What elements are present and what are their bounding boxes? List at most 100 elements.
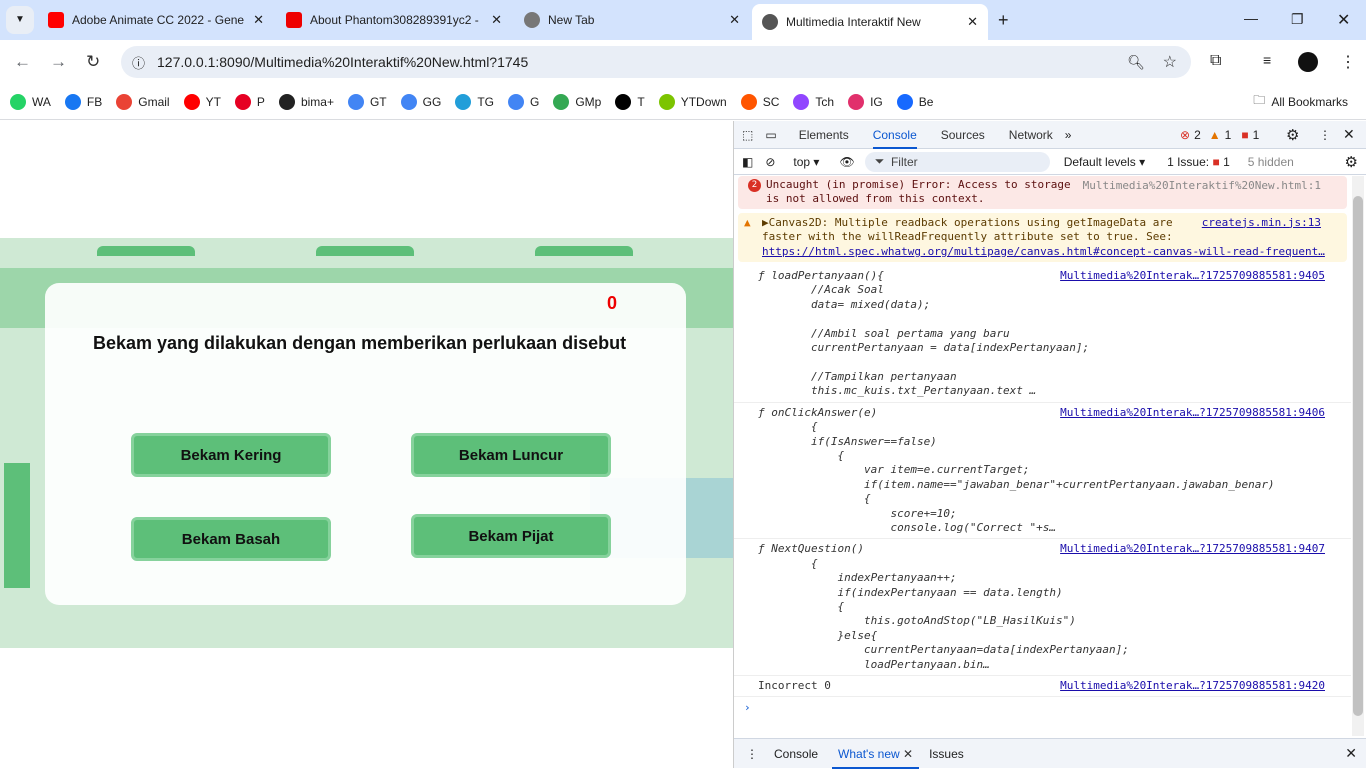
close-tab-icon[interactable]: ✕ [253,12,264,27]
inspect-icon[interactable]: ⬚ [742,127,754,142]
issue-icon: ■ [1241,127,1249,142]
bookmark-tg[interactable]: TG [455,93,494,110]
answer-button-3[interactable]: Bekam Basah [131,517,331,561]
media-icon[interactable]: ≡ [1263,52,1272,68]
bookmark-t[interactable]: T [615,93,645,110]
close-window-button[interactable]: ✕ [1337,12,1351,29]
console-toolbar: ◧ ⊘ top ▾ 👁︎ ⏷ Filter Default levels ▾ 1… [734,149,1366,175]
bookmark-icon [116,93,133,110]
close-tab-icon[interactable]: ✕ [491,12,502,27]
drawer-tab-issues[interactable]: Issues [929,746,964,761]
status-counts[interactable]: ⊗2 ▲1 ■1 [1180,127,1260,142]
folder-icon: 🗀 [1253,93,1266,107]
answer-button-1[interactable]: Bekam Kering [131,433,331,477]
zoom-icon[interactable]: 🔍︎ [1127,53,1145,70]
tab-adobe-animate[interactable]: Adobe Animate CC 2022 - Gene✕ [38,6,274,34]
error-icon: ⊗ [1180,127,1191,142]
bookmark-gt[interactable]: GT [347,93,387,110]
context-select[interactable]: top ▾ [793,154,820,169]
answer-button-4[interactable]: Bekam Pijat [411,514,611,558]
bookmark-icon [278,93,295,110]
bookmark-gmail[interactable]: Gmail [116,93,170,110]
drawer-menu-icon[interactable]: ⋮ [746,746,758,761]
bookmark-ig[interactable]: IG [848,93,883,110]
devtools-panel: ⬚ ▭ Elements Console Sources Network » ⊗… [733,121,1366,769]
close-devtools-icon[interactable]: ✕ [1343,126,1355,142]
close-drawer-icon[interactable]: ✕ [1345,745,1357,761]
tab-elements[interactable]: Elements [798,127,849,142]
url-text[interactable]: 127.0.0.1:8090/Multimedia%20Interaktif%2… [157,54,529,70]
tab-console[interactable]: Console [872,121,917,149]
scrollbar-thumb[interactable] [1353,196,1363,716]
bookmark-p[interactable]: P [234,93,265,110]
warning-source-link[interactable]: createjs.min.js:13 [1201,215,1321,229]
bookmark-be[interactable]: Be [896,93,933,110]
bookmark-fb[interactable]: FB [64,93,102,110]
forward-icon[interactable]: → [50,52,67,71]
bookmark-icon [183,93,200,110]
sidebar-toggle-icon[interactable]: ◧ [742,154,754,169]
bookmark-star-icon[interactable]: ☆ [1162,54,1177,71]
warning-link[interactable]: https://html.spec.whatwg.org/multipage/c… [762,244,1325,258]
console-settings-icon[interactable]: ⚙ [1344,153,1358,171]
settings-icon[interactable]: ⚙ [1286,126,1300,144]
menu-icon[interactable]: ⋮ [1340,54,1356,71]
console-prompt[interactable]: › [744,701,751,715]
levels-select[interactable]: Default levels ▾ [1063,154,1146,169]
console-scrollbar[interactable] [1352,176,1364,736]
address-bar[interactable]: ⓘ 127.0.0.1:8090/Multimedia%20Interaktif… [121,46,1191,78]
question-text: Bekam yang dilakukan dengan memberikan p… [93,333,627,353]
tab-strip: ▼ Adobe Animate CC 2022 - Gene✕ About Ph… [0,0,1366,40]
close-tab-icon[interactable]: ✕ [729,12,740,27]
bookmark-bima[interactable]: bima+ [278,93,334,110]
bookmark-wa[interactable]: WA [10,93,51,110]
tab-new-tab[interactable]: New Tab✕ [514,6,750,34]
tab-multimedia-interaktif[interactable]: Multimedia Interaktif New✕ [752,4,988,40]
devtools-drawer: ⋮ Console What's new ✕ Issues ✕ [734,738,1366,769]
new-tab-button[interactable]: + [998,10,1009,30]
bookmark-gg[interactable]: GG [400,93,441,110]
tab-sources[interactable]: Sources [940,127,985,142]
warning-icon: ▲ [744,215,751,229]
live-expression-icon[interactable]: 👁︎ [839,154,855,169]
profile-avatar[interactable] [1298,52,1318,72]
bookmark-yt[interactable]: YT [183,93,221,110]
tab-about-phantom[interactable]: About Phantom308289391yc2 -✕ [276,6,512,34]
more-options-icon[interactable]: ⋮ [1319,127,1331,142]
page-content: 0 Bekam yang dilakukan dengan memberikan… [0,121,733,768]
tab-search-button[interactable]: ▼ [6,6,34,34]
bookmark-ytdown[interactable]: YTDown [658,93,727,110]
log-source-link[interactable]: Multimedia%20Interak…?1725709885581:9420 [1060,679,1325,692]
more-tabs-icon[interactable]: » [1064,127,1072,142]
drawer-tab-whats-new[interactable]: What's new ✕ [832,739,920,769]
log-source-link[interactable]: Multimedia%20Interak…?1725709885581:9407 [1060,542,1325,556]
site-info-icon[interactable]: ⓘ [132,55,146,71]
extensions-icon[interactable]: ⧉ [1210,52,1222,69]
stage-tab [535,246,633,256]
youtube-icon [48,12,64,28]
back-icon[interactable]: ← [14,52,31,71]
clear-console-icon[interactable]: ⊘ [765,154,776,169]
bookmark-g[interactable]: G [507,93,539,110]
close-tab-icon[interactable]: ✕ [967,14,978,29]
tab-network[interactable]: Network [1008,127,1053,142]
bookmark-tch[interactable]: Tch [793,93,834,110]
bookmark-gmp[interactable]: GMp [553,93,601,110]
console-log-entry: ƒ loadPertanyaan(){ //Acak Soal data= mi… [734,266,1351,403]
filter-input[interactable]: ⏷ Filter [864,151,1050,172]
device-toolbar-icon[interactable]: ▭ [765,127,777,142]
console-warning: ▲ ▶Canvas2D: Multiple readback operation… [738,212,1347,263]
log-source-link[interactable]: Multimedia%20Interak…?1725709885581:9406 [1060,405,1325,419]
bookmark-sc[interactable]: SC [740,93,779,110]
reload-icon[interactable]: ↻ [86,52,101,71]
all-bookmarks[interactable]: 🗀All Bookmarks [1253,91,1348,112]
minimize-button[interactable]: — [1244,10,1258,26]
error-source-link[interactable]: Multimedia%20Interaktif%20New.html:1 [1082,179,1321,192]
drawer-tab-console[interactable]: Console [774,746,819,761]
log-source-link[interactable]: Multimedia%20Interak…?1725709885581:9405 [1060,269,1325,283]
answer-button-2[interactable]: Bekam Luncur [411,433,611,477]
issues-link[interactable]: 1 Issue: ■ 1 [1167,154,1230,169]
restore-button[interactable]: ❐ [1291,11,1304,27]
